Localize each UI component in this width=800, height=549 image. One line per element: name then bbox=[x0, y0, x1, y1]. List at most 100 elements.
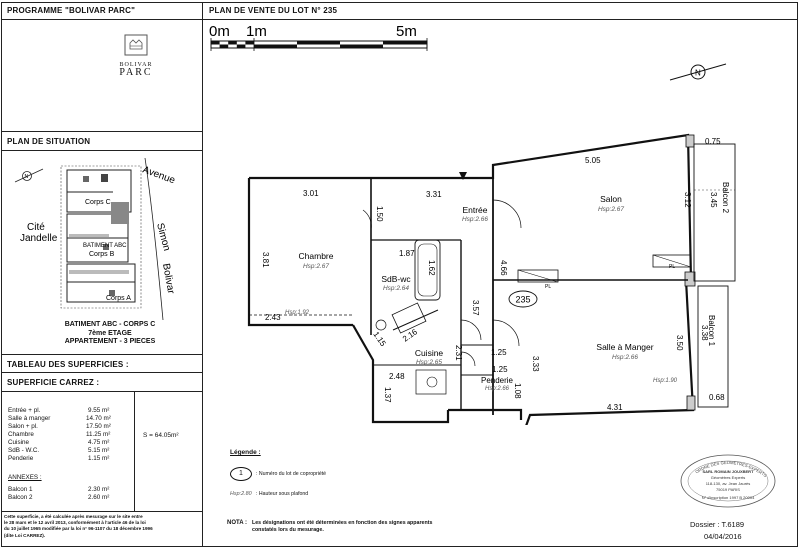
entry-arrow-icon bbox=[459, 172, 467, 180]
dim-label: 4.66 bbox=[499, 260, 508, 276]
surface-label: Cuisine bbox=[8, 439, 29, 446]
nota-label: NOTA : bbox=[227, 520, 247, 526]
room-sdb-hsp: Hsp:2.64 bbox=[383, 285, 409, 292]
surface-row: Salon + pl. bbox=[8, 423, 38, 430]
svg-text:N: N bbox=[25, 174, 29, 180]
annexe-value: 2.30 m² bbox=[88, 486, 110, 493]
dim-label: 3.31 bbox=[426, 190, 442, 199]
annexe-label: Balcon 1 bbox=[8, 486, 33, 493]
pl-label: PL bbox=[669, 264, 675, 270]
legend-lot-text: : Numéro du lot de copropriété bbox=[256, 471, 327, 477]
dim-label: 3.01 bbox=[303, 189, 319, 198]
nota-line: Les désignations ont été déterminées en … bbox=[252, 520, 433, 526]
dossier-number: Dossier : T.6189 bbox=[690, 520, 745, 529]
dim-label: 1.25 bbox=[491, 348, 507, 357]
surface-label: Salon + pl. bbox=[8, 423, 38, 430]
balcon-2-label: Balcon 2 bbox=[721, 182, 730, 214]
footnote-line: le 28 mars et le 12 avril 2013, conformé… bbox=[4, 520, 146, 526]
legend-lot-symbol-text: 1 bbox=[239, 470, 243, 477]
north-label: N bbox=[695, 69, 701, 78]
outer-wall bbox=[247, 178, 353, 327]
surface-row: Salle à manger bbox=[8, 415, 50, 422]
cite-label-2: Jandelle bbox=[20, 233, 58, 244]
surface-row: Chambre bbox=[8, 431, 34, 438]
situation-compass-icon: N bbox=[14, 168, 44, 183]
corps-b-label: Corps B bbox=[89, 251, 115, 258]
situation-caption-line-2: 7ème ETAGE bbox=[88, 329, 132, 337]
batiment-abc-label: BATIMENT ABC bbox=[83, 243, 127, 249]
situation-caption: BATIMENT ABC - CORPS C 7ème ETAGE APPART… bbox=[30, 321, 190, 347]
stamp-line: 75019 PARIS bbox=[716, 487, 740, 492]
dim-label: 3.38 bbox=[700, 325, 709, 341]
dim-label: 4.31 bbox=[607, 403, 623, 412]
room-sam-name: Salle à Manger bbox=[596, 342, 653, 352]
surface-row: Penderie bbox=[8, 455, 33, 462]
surface-value: 11.25 m² bbox=[86, 431, 111, 438]
room-chambre-name: Chambre bbox=[299, 251, 334, 261]
legend-lot-symbol: 1 bbox=[230, 467, 252, 481]
stamp-line: SARL ROMAIN JOUXBERT bbox=[702, 469, 754, 474]
situation-map: N Avenue Simon Bolivar Cité Jandelle Cor… bbox=[14, 157, 177, 320]
annexe-row: Balcon 2 bbox=[8, 494, 33, 501]
lot-number: 235 bbox=[515, 295, 530, 305]
dim-label: 0.75 bbox=[705, 137, 721, 146]
dossier-date: 04/04/2016 bbox=[704, 532, 742, 541]
surface-row: Cuisine bbox=[8, 439, 29, 446]
room-entree-name: Entrée bbox=[462, 205, 487, 215]
surface-row: SdB - W.C. bbox=[8, 447, 39, 454]
surface-label: SdB - W.C. bbox=[8, 447, 40, 454]
hsp-190-label: Hsp:1.90 bbox=[653, 378, 678, 384]
legend-hsp-text: : Hauteur sous plafond bbox=[256, 491, 309, 497]
room-penderie-hsp: Hsp:2.66 bbox=[485, 386, 510, 392]
plan-title: PLAN DE VENTE DU LOT N° 235 bbox=[209, 6, 338, 15]
dim-label: 1.37 bbox=[383, 387, 392, 403]
outer-wall bbox=[448, 408, 523, 420]
room-cuisine-name: Cuisine bbox=[415, 348, 444, 358]
annexe-row: Balcon 1 bbox=[8, 486, 33, 493]
scale-label-5: 5m bbox=[396, 23, 417, 40]
dim-label: 3.81 bbox=[261, 252, 270, 268]
situation-caption-line-3: APPARTEMENT - 3 PIECES bbox=[64, 338, 156, 345]
street-bolivar-label: Bolivar bbox=[160, 263, 176, 296]
floor-plan: Chambre Hsp:2.67 Entrée Hsp:2.66 Salon H… bbox=[247, 133, 736, 425]
dim-label: 1.08 bbox=[513, 383, 522, 399]
scale-label-0: 0m bbox=[209, 23, 230, 40]
superficies-column-divider bbox=[134, 392, 135, 511]
header-row-line bbox=[1, 19, 798, 20]
dim-label: 1.25 bbox=[492, 365, 508, 374]
room-entree-hsp: Hsp:2.66 bbox=[462, 216, 488, 223]
corps-a-label: Corps A bbox=[106, 295, 131, 302]
room-chambre-hsp: Hsp:2.67 bbox=[303, 263, 329, 270]
situation-title: PLAN DE SITUATION bbox=[7, 137, 91, 146]
outer-wall bbox=[352, 324, 450, 424]
dim-label: 3.33 bbox=[531, 356, 540, 372]
logo-line-1: BOLIVAR bbox=[119, 62, 153, 68]
dim-label: 2.16 bbox=[401, 327, 419, 344]
dim-label: 0.68 bbox=[709, 393, 725, 402]
situation-top-line bbox=[1, 131, 202, 132]
surface-label: Entrée + pl. bbox=[8, 407, 41, 414]
logo-emblem-icon bbox=[124, 34, 148, 56]
lot-number-bubble bbox=[508, 290, 538, 308]
program-title: PROGRAMME "BOLIVAR PARC" bbox=[7, 6, 136, 15]
room-penderie-name: Penderie bbox=[481, 376, 514, 385]
footnote-top-line bbox=[1, 511, 202, 512]
street-avenue-label: Avenue bbox=[141, 164, 177, 186]
surface-label: Penderie bbox=[8, 455, 34, 462]
cite-label-1: Cité bbox=[27, 222, 45, 233]
dim-label: 1.50 bbox=[375, 206, 384, 222]
dim-label: 2.48 bbox=[389, 372, 405, 381]
logo-line-2: PARC bbox=[119, 67, 153, 78]
surface-value: 1.15 m² bbox=[88, 455, 110, 462]
surface-total: S = 64.05m² bbox=[143, 432, 179, 439]
situation-title-line bbox=[1, 150, 202, 151]
left-panel-divider bbox=[202, 2, 203, 547]
dim-label: 3.50 bbox=[675, 335, 684, 351]
surface-value: 4.75 m² bbox=[88, 439, 110, 446]
nota-line: constatés lors du mesurage. bbox=[252, 527, 324, 533]
dim-label: 3.45 bbox=[709, 192, 718, 208]
surface-value: 9.55 m² bbox=[88, 407, 110, 414]
room-sam-hsp: Hsp:2.66 bbox=[612, 354, 638, 361]
scale-bar: 0m 1m 5m bbox=[209, 23, 428, 51]
